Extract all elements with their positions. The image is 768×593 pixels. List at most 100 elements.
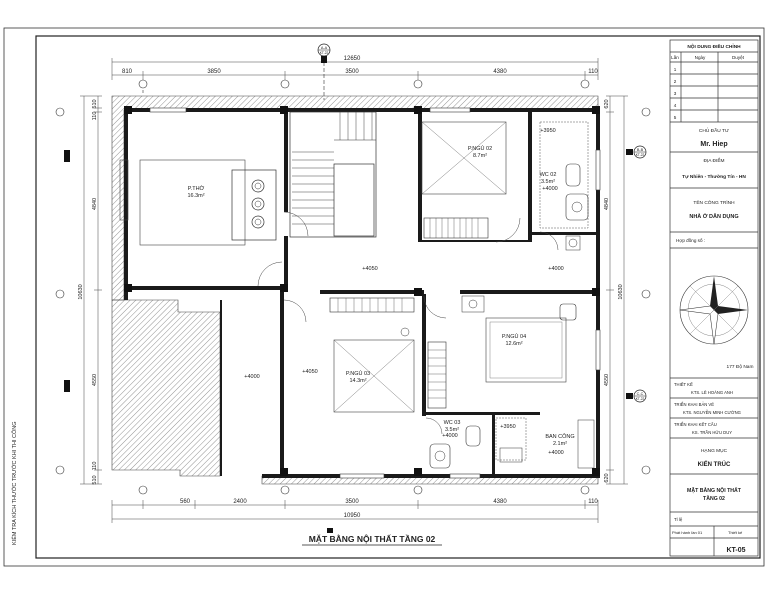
dim-top-1: 3850 <box>207 69 221 75</box>
toilet <box>565 163 581 187</box>
room-name: WC 02 <box>540 172 557 178</box>
roof-hatch-top <box>111 95 599 301</box>
bottom-dimensions: 560 2400 3500 4380 110 10950 <box>111 499 598 523</box>
room-area: 3.5m² <box>541 179 555 185</box>
svg-text:TÊN CÔNG TRÌNH: TÊN CÔNG TRÌNH <box>693 198 735 206</box>
category: KIẾN TRÚC <box>698 461 731 468</box>
level-mark: +4000 <box>548 450 563 456</box>
right-dimensions: 620 4840 10630 4550 620 <box>604 95 628 485</box>
svg-text:B-B: B-B <box>637 148 644 152</box>
svg-text:560: 560 <box>180 499 191 505</box>
chair <box>559 303 577 321</box>
svg-text:510: 510 <box>92 475 98 484</box>
altar-cabinet <box>231 169 277 241</box>
room-name: P.NGỦ 02 <box>468 145 492 152</box>
title-block: NỘI DUNG ĐIỀU CHỈNH Lần Ngày Duyệt 1 2 3… <box>669 39 759 557</box>
svg-text:2400: 2400 <box>233 499 247 505</box>
sink <box>565 193 589 221</box>
floor-plan <box>111 95 601 485</box>
svg-text:10950: 10950 <box>344 513 361 519</box>
svg-text:TRIỂN KHAI BẢN VẼ: TRIỂN KHAI BẢN VẼ <box>674 402 714 407</box>
svg-text:Lần: Lần <box>671 55 679 60</box>
roof-hatch-left <box>111 299 221 477</box>
wall <box>124 108 128 300</box>
svg-text:1: 1 <box>674 67 677 72</box>
svg-text:620: 620 <box>604 473 610 482</box>
inner-border <box>35 35 761 559</box>
dim-top-0: 810 <box>122 69 133 75</box>
wall <box>418 112 422 242</box>
svg-text:4380: 4380 <box>493 499 507 505</box>
wall <box>280 290 284 476</box>
svg-text:A-A: A-A <box>321 46 328 50</box>
grid-markers-right <box>641 107 651 475</box>
room-area: 2.1m² <box>553 441 567 447</box>
level-mark: +4050 <box>302 369 317 375</box>
grid-markers-bottom <box>138 485 590 495</box>
wall <box>284 236 288 288</box>
dim-top-2: 3500 <box>345 69 359 75</box>
room-name: BAN CÔNG <box>545 433 574 440</box>
svg-text:KS. TRẦN HỮU DUY: KS. TRẦN HỮU DUY <box>692 430 732 435</box>
sink <box>429 443 451 469</box>
svg-text:10630: 10630 <box>618 284 624 299</box>
svg-text:KT-22: KT-22 <box>636 397 645 401</box>
orientation: 177 Độ Nam <box>727 364 754 370</box>
level-mark: +4000 <box>542 186 557 192</box>
svg-text:4550: 4550 <box>92 374 98 386</box>
dim-top-total: 12650 <box>344 56 361 62</box>
svg-text:110: 110 <box>588 499 598 505</box>
left-dimensions: 510 110 4840 10630 4550 110 510 <box>78 95 102 485</box>
wall <box>418 240 530 242</box>
svg-text:THIẾT KẾ: THIẾT KẾ <box>674 382 693 387</box>
room-labels: P.THỜ 16.3m² P.NGỦ 02 8.7m² WC 02 3.5m² … <box>187 145 574 447</box>
top-dimensions: 12650 810 3850 3500 4380 110 <box>111 56 598 80</box>
level-mark: +4000 <box>442 433 457 439</box>
grid-markers-top <box>138 79 590 95</box>
wardrobe <box>423 217 489 239</box>
altar-room-rug <box>139 159 246 246</box>
room-area: 14.3m² <box>349 378 366 384</box>
dim-top-4: 110 <box>588 69 598 75</box>
svg-text:10630: 10630 <box>78 284 84 299</box>
svg-text:Tỉ lệ: Tỉ lệ <box>674 517 683 522</box>
bed <box>333 339 415 413</box>
svg-text:KTS. LÊ HOÀNG ANH: KTS. LÊ HOÀNG ANH <box>691 390 733 395</box>
svg-text:4840: 4840 <box>604 198 610 210</box>
room-name: P.NGỦ 04 <box>502 333 526 340</box>
svg-text:HẠNG MỤC: HẠNG MỤC <box>701 448 728 454</box>
room-name: P.NGỦ 03 <box>346 370 370 377</box>
svg-text:Ngày: Ngày <box>695 55 706 60</box>
svg-text:4840: 4840 <box>92 198 98 210</box>
wall <box>284 112 288 212</box>
wall <box>262 474 600 478</box>
wardrobe <box>427 341 447 409</box>
svg-text:3500: 3500 <box>345 499 359 505</box>
wall <box>492 412 495 474</box>
room-name: WC 03 <box>444 420 461 426</box>
svg-text:Thiết kế: Thiết kế <box>728 530 743 535</box>
svg-text:110: 110 <box>92 462 98 471</box>
section-marker-top: A-A KT-22 <box>317 43 331 100</box>
level-mark: +3950 <box>540 128 555 134</box>
svg-text:3: 3 <box>674 91 677 96</box>
stair <box>289 111 377 238</box>
svg-text:5: 5 <box>674 115 677 120</box>
svg-text:Hợp đồng số :: Hợp đồng số : <box>676 238 705 243</box>
room-area: 8.7m² <box>473 153 487 159</box>
svg-text:620: 620 <box>604 99 610 108</box>
sheet-title-line1: MẶT BẰNG NỘI THẤT <box>687 486 742 494</box>
bed <box>485 317 567 383</box>
wardrobe <box>329 297 415 313</box>
wall <box>320 290 424 294</box>
svg-text:110: 110 <box>92 112 98 121</box>
left-note: KIỂM TRA KÍCH THƯỚC TRƯỚC KHI THI CÔNG <box>11 421 18 545</box>
sheet-title-line2: TẦNG 02 <box>703 495 725 502</box>
level-mark: +4000 <box>244 374 259 380</box>
sheet-number: KT-05 <box>726 547 745 554</box>
revision-header: NỘI DUNG ĐIỀU CHỈNH <box>687 42 741 50</box>
svg-text:KT-22: KT-22 <box>636 153 645 157</box>
toilet <box>465 425 481 447</box>
